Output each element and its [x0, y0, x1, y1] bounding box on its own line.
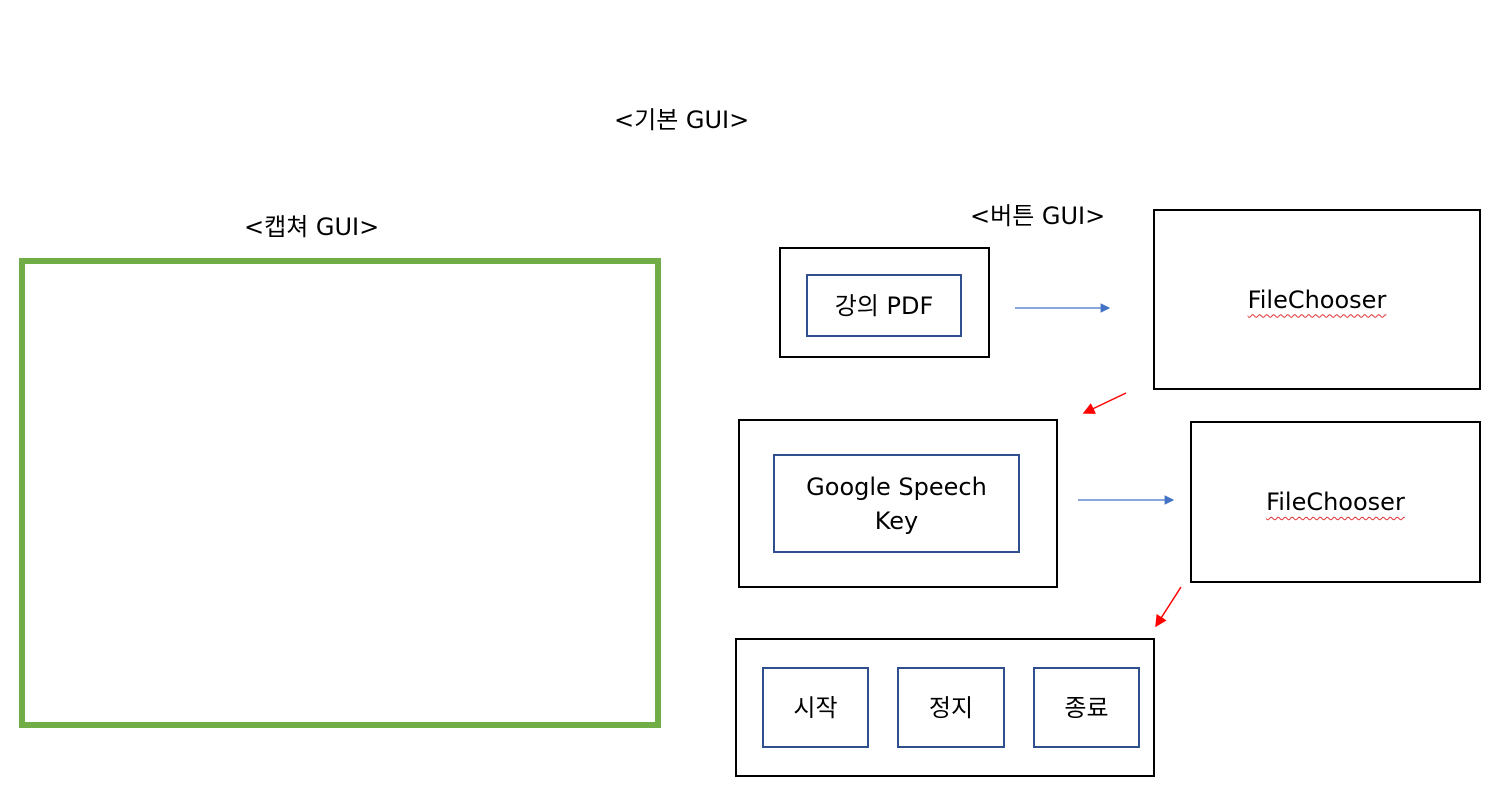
- file-chooser-label: FileChooser: [1247, 285, 1387, 314]
- exit-button[interactable]: 종료: [1033, 667, 1140, 748]
- speech-key-button[interactable]: Google Speech Key: [773, 454, 1020, 553]
- pdf-button[interactable]: 강의 PDF: [806, 274, 962, 337]
- red-arrow-2: [1155, 586, 1182, 628]
- start-button[interactable]: 시작: [762, 667, 869, 748]
- capture-area: [19, 258, 661, 728]
- main-title: <기본 GUI>: [614, 106, 750, 134]
- stop-button[interactable]: 정지: [897, 667, 1005, 748]
- file-chooser-1: FileChooser: [1153, 209, 1481, 390]
- capture-title: <캡쳐 GUI>: [244, 213, 380, 241]
- file-chooser-label: FileChooser: [1266, 488, 1405, 516]
- file-chooser-2: FileChooser: [1190, 421, 1481, 583]
- control-panel: [735, 638, 1155, 777]
- buttons-title: <버튼 GUI>: [970, 202, 1106, 230]
- speech-key-panel: [738, 419, 1058, 588]
- pdf-panel: [779, 247, 990, 358]
- red-arrow-1: [1082, 392, 1127, 414]
